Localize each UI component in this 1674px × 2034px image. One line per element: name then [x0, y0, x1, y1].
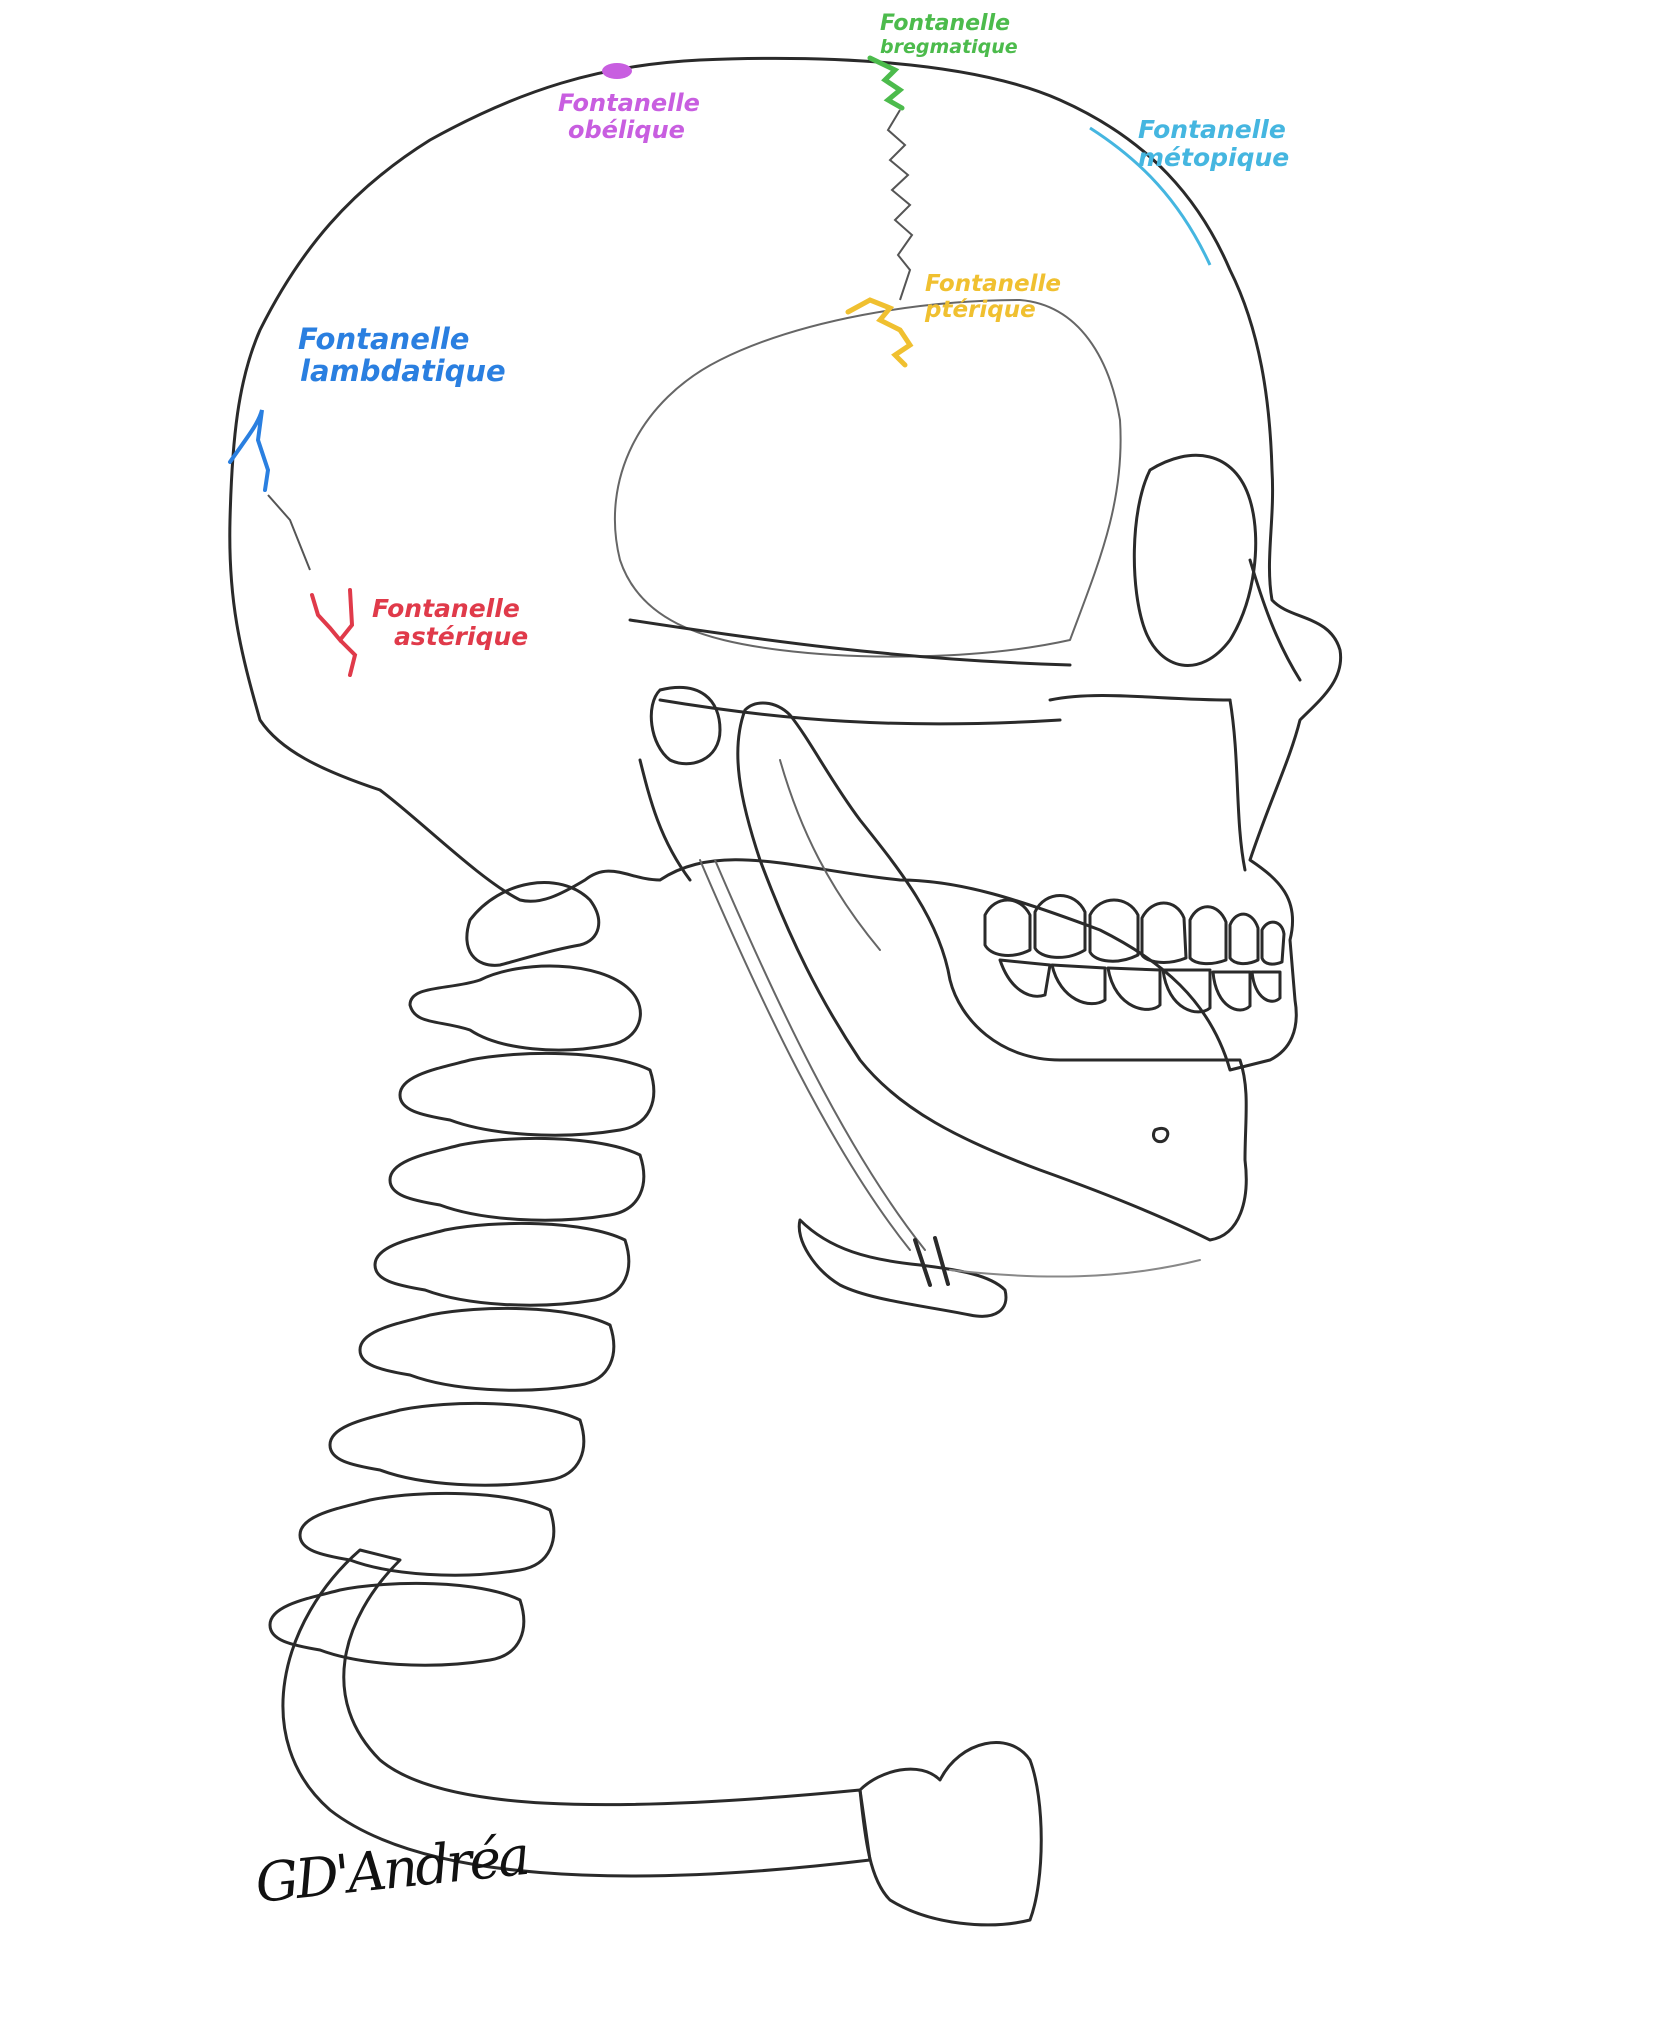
hyoid-band	[913, 1236, 950, 1287]
cranium-outline	[228, 56, 1343, 1072]
first-rib	[281, 1548, 872, 1878]
lower-teeth	[998, 958, 1282, 1014]
vertebra-c5	[373, 1221, 631, 1307]
marker-obelique	[602, 63, 632, 79]
vertebra-c2	[408, 964, 642, 1052]
vertebra-c7	[328, 1401, 586, 1487]
label-fontanelle-metopique: Fontanelle métopique	[1138, 116, 1289, 172]
zygomatic-arch-lower	[658, 698, 1062, 726]
label-line: Fontanelle	[1138, 115, 1286, 144]
marker-pterique	[845, 297, 914, 368]
upper-teeth	[983, 894, 1286, 966]
label-line: Fontanelle	[558, 89, 700, 117]
manubrium	[858, 1741, 1043, 1927]
vertebra-c1	[465, 881, 601, 967]
label-line: Fontanelle	[298, 322, 470, 356]
label-fontanelle-pterique: Fontanelle ptérique	[925, 271, 1061, 324]
marker-lambdatique	[228, 409, 271, 492]
nasal-bone	[1248, 558, 1302, 682]
mental-foramen	[1151, 1126, 1170, 1144]
label-line: Fontanelle	[372, 594, 520, 623]
cervical-spine	[268, 881, 656, 1667]
suture-lambdoid	[267, 494, 311, 571]
marker-bregmatique	[867, 55, 905, 111]
mastoid	[638, 758, 692, 882]
ear-canal	[649, 685, 722, 766]
label-line: bregmatique	[880, 35, 1018, 58]
hyoid	[797, 1218, 1008, 1318]
mandible-ramus-inner	[779, 759, 881, 951]
vertebra-c6	[358, 1306, 616, 1392]
suture-coronal	[886, 109, 914, 301]
cheekbone	[1048, 694, 1232, 702]
label-line: lambdatique	[300, 354, 506, 389]
stylohyoid-ligament-2	[714, 859, 926, 1251]
digastric	[949, 1259, 1201, 1278]
label-line: astérique	[394, 622, 529, 651]
label-line: obélique	[568, 115, 685, 144]
zygomatic-arch	[628, 618, 1072, 667]
label-fontanelle-asterique: Fontanelle astérique	[372, 595, 528, 651]
maxilla-edge	[1228, 698, 1247, 872]
vertebra-c3	[398, 1051, 656, 1137]
temporal-fossa	[613, 299, 1122, 658]
vertebra-t2	[268, 1581, 526, 1667]
label-line: Fontanelle	[880, 11, 1011, 36]
label-line: ptérique	[925, 296, 1036, 323]
marker-asterique	[310, 588, 358, 677]
marker-metopique	[1089, 126, 1212, 266]
label-line: Fontanelle	[925, 271, 1061, 297]
mandible	[736, 701, 1248, 1242]
orbit	[1132, 453, 1258, 667]
label-fontanelle-obelique: Fontanelle obélique	[558, 90, 700, 144]
vertebra-t1	[298, 1491, 556, 1577]
vertebra-c4	[388, 1136, 646, 1222]
label-line: métopique	[1138, 143, 1290, 172]
label-fontanelle-bregmatique: Fontanelle bregmatique	[880, 11, 1018, 58]
stylohyoid-ligament	[699, 859, 911, 1251]
label-fontanelle-lambdatique: Fontanelle lambdatique	[298, 323, 506, 388]
